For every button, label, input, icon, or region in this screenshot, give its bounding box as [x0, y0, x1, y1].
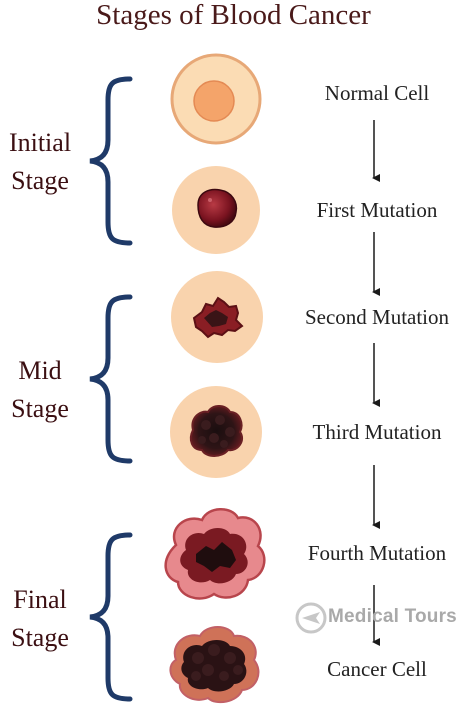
- step-label-normal-cell: Normal Cell: [324, 81, 430, 105]
- step-label-fourth-mutation: Fourth Mutation: [307, 541, 447, 565]
- bracket-final: [89, 532, 133, 702]
- stage-label-line2: Stage: [11, 166, 69, 195]
- stage-label-line1: Initial: [8, 128, 72, 157]
- stage-label-initial: Initial Stage: [0, 124, 80, 200]
- stage-label-line2: Stage: [11, 394, 69, 423]
- cell-second-mutation: [171, 271, 263, 363]
- watermark-logo: [295, 602, 327, 634]
- stage-label-line2: Stage: [11, 623, 69, 652]
- page-title: Stages of Blood Cancer: [96, 0, 371, 31]
- stage-label-line1: Mid: [18, 356, 62, 385]
- cell-first-mutation: [172, 166, 260, 254]
- stage-label-line1: Final: [13, 585, 67, 614]
- cell-third-mutation: [170, 386, 262, 478]
- cell-cancer: [169, 626, 260, 704]
- stage-label-mid: Mid Stage: [0, 352, 80, 428]
- bracket-initial: [89, 76, 133, 246]
- cell-fourth-mutation: [164, 508, 266, 600]
- bracket-mid: [89, 294, 133, 464]
- step-label-first-mutation: First Mutation: [316, 198, 438, 222]
- stage-label-final: Final Stage: [0, 581, 80, 657]
- step-label-cancer-cell: Cancer Cell: [327, 657, 427, 681]
- cell-normal: [170, 53, 262, 145]
- step-label-second-mutation: Second Mutation: [304, 305, 450, 329]
- watermark-text: Medical Tours: [328, 606, 457, 627]
- step-label-third-mutation: Third Mutation: [312, 420, 442, 444]
